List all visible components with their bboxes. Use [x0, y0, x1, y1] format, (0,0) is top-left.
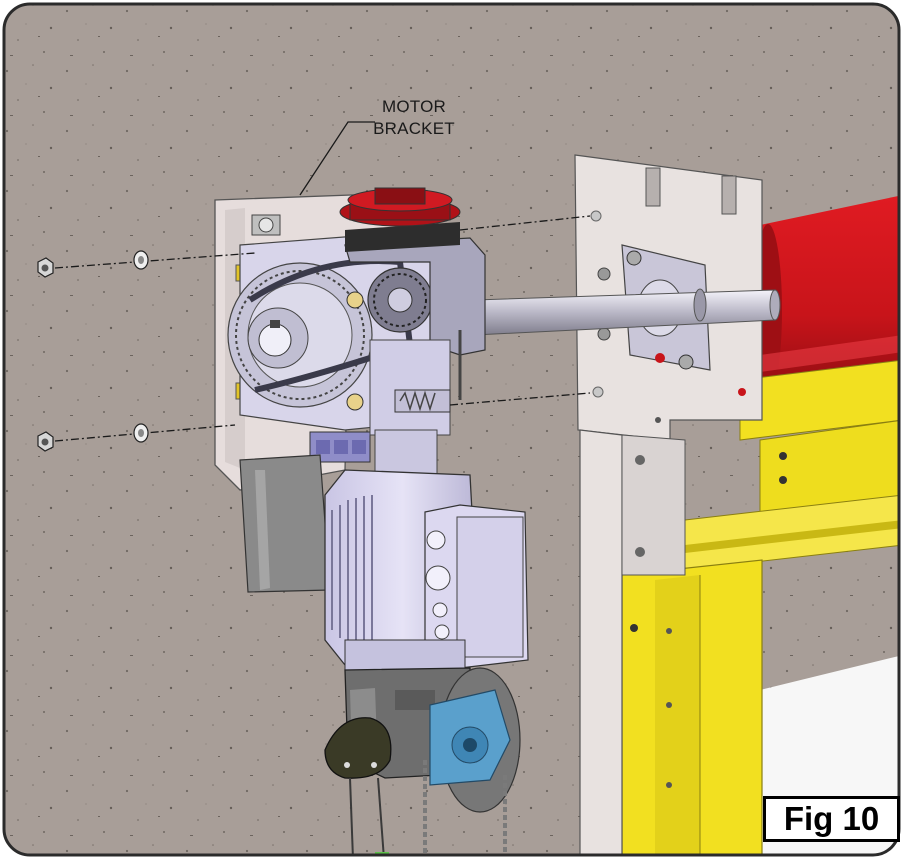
callout-leader: [299, 121, 375, 196]
drive-chain: [248, 258, 433, 393]
yellow-guide-rail: [621, 559, 763, 855]
callout-line-2: BRACKET: [373, 119, 455, 138]
hand-chain: [423, 760, 507, 855]
figure-label: Fig 10: [763, 796, 900, 842]
fastener-alignment-lines: [54, 215, 591, 442]
electric-motor: [324, 429, 529, 671]
washer-icon: [133, 423, 149, 443]
hand-chain-wheel: [429, 667, 521, 813]
washer-icon: [133, 250, 149, 270]
nut-icon: [37, 257, 54, 278]
brake-spring: [394, 330, 462, 413]
callout-line-1: MOTOR: [382, 97, 446, 116]
motor-bracket-callout: MOTOR BRACKET: [344, 96, 484, 140]
nut-icon: [37, 431, 54, 452]
limit-switch-assembly: [339, 187, 461, 227]
large-sprocket: [227, 262, 373, 408]
